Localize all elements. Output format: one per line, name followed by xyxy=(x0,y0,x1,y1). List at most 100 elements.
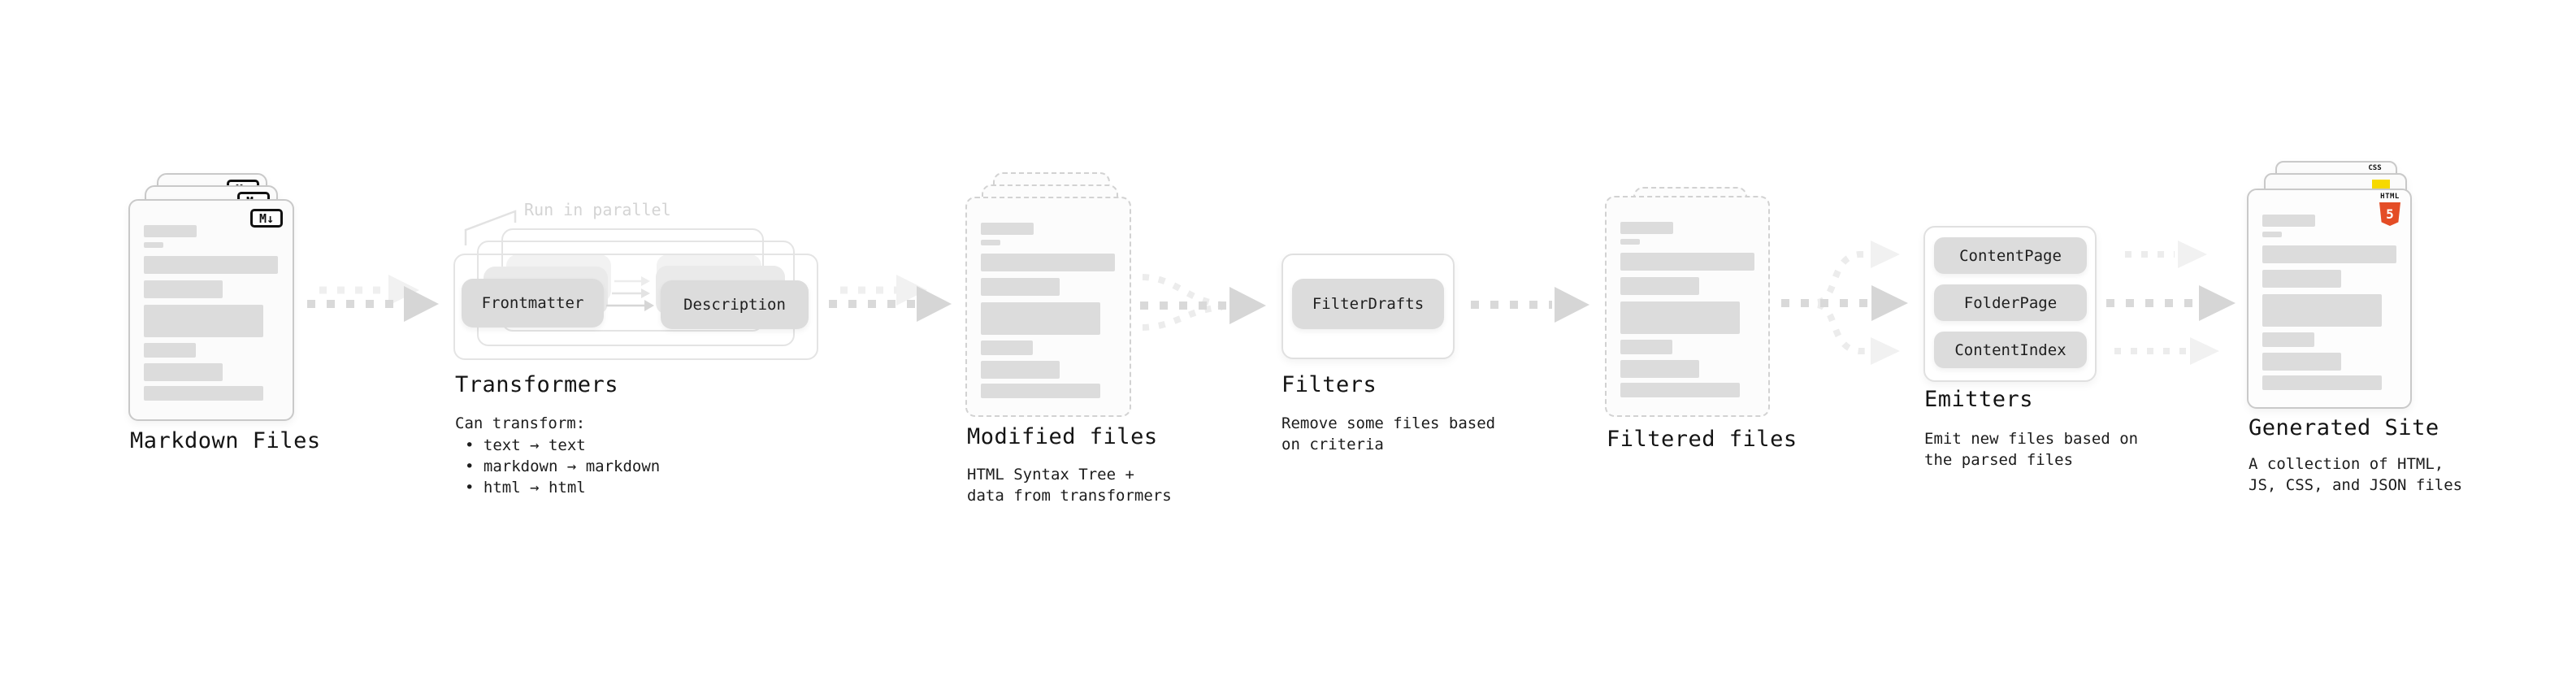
document-text-placeholder xyxy=(1607,197,1768,415)
emitter-pill-contentindex: ContentIndex xyxy=(1934,332,2087,368)
html5-icon-number: 5 xyxy=(2386,206,2394,222)
arrow-modified-to-filters xyxy=(1140,274,1266,331)
stage-label-emitters: Emitters xyxy=(1924,387,2034,412)
text-line-placeholder xyxy=(2262,245,2396,263)
transformers-bullet: • html → html xyxy=(465,479,586,497)
transformer-run-box xyxy=(453,254,818,360)
text-line-placeholder xyxy=(981,340,1033,355)
arrow-merge-top xyxy=(1142,274,1223,308)
text-line-placeholder xyxy=(981,384,1100,398)
text-line-placeholder xyxy=(2262,353,2341,371)
emitter-pill-folderpage: FolderPage xyxy=(1934,284,2087,321)
text-line-placeholder xyxy=(144,305,263,337)
pill-label: FolderPage xyxy=(1963,293,2058,312)
arrow-emitters-to-generated xyxy=(2106,241,2236,365)
generated-site-subtitle: A collection of HTML, xyxy=(2249,455,2444,473)
arrow-head-ghost xyxy=(896,275,927,306)
markdown-icon: M↓ xyxy=(250,209,283,228)
text-line-placeholder xyxy=(1620,239,1640,245)
document-card: HTML 5 xyxy=(2247,189,2412,409)
text-line-placeholder xyxy=(144,280,223,298)
document-card: M↓ xyxy=(128,199,294,421)
run-in-parallel-annotation: Run in parallel xyxy=(524,200,671,219)
html5-icon: HTML 5 xyxy=(2379,193,2400,226)
arrow-head xyxy=(2199,285,2236,321)
text-line-placeholder xyxy=(1620,222,1673,234)
filters-subtitle: Remove some files based xyxy=(1281,414,1496,432)
text-line-placeholder xyxy=(1620,277,1699,295)
text-line-placeholder xyxy=(144,343,196,358)
html5-icon-label: HTML xyxy=(2380,193,2400,201)
pill-label: ContentPage xyxy=(1959,246,2062,265)
text-line-placeholder xyxy=(144,242,163,248)
arrow-transformers-to-modified xyxy=(829,275,952,322)
modified-files-subtitle: data from transformers xyxy=(967,487,1172,505)
stage-label-transformers: Transformers xyxy=(455,372,619,397)
arrow-head xyxy=(404,286,439,322)
css-icon-label: CSS xyxy=(2368,164,2382,172)
text-line-placeholder xyxy=(2262,294,2382,327)
text-line-placeholder xyxy=(144,256,278,274)
text-line-placeholder xyxy=(981,254,1115,271)
document-card xyxy=(1605,196,1770,417)
emitter-pill-contentpage: ContentPage xyxy=(1934,237,2087,274)
pill-label: ContentIndex xyxy=(1954,340,2066,359)
stage-label-markdown-files: Markdown Files xyxy=(130,428,321,453)
stage-label-filters: Filters xyxy=(1281,372,1377,397)
arrow-filters-to-filtered xyxy=(1471,287,1589,323)
arrow-head-ghost xyxy=(1871,241,1900,268)
arrow-markdown-to-transformers xyxy=(307,275,439,322)
text-line-placeholder xyxy=(1620,253,1754,271)
arrow-head-ghost xyxy=(2178,241,2207,268)
document-card xyxy=(965,197,1131,417)
text-line-placeholder xyxy=(981,302,1100,335)
arrow-head xyxy=(1229,287,1266,324)
arrow-head-ghost xyxy=(388,275,419,306)
arrow-head xyxy=(1555,287,1589,323)
text-line-placeholder xyxy=(981,240,1000,245)
transformers-desc-title: Can transform: xyxy=(455,414,586,432)
text-line-placeholder xyxy=(981,223,1034,235)
modified-files-subtitle: HTML Syntax Tree + xyxy=(967,466,1134,484)
arrow-filtered-to-emitters xyxy=(1781,241,1908,365)
transformers-bullet: • markdown → markdown xyxy=(465,458,661,475)
markdown-icon-label: M↓ xyxy=(258,210,275,226)
generated-site-subtitle: JS, CSS, and JSON files xyxy=(2249,476,2463,494)
text-line-placeholder xyxy=(2262,270,2341,288)
arrow-head xyxy=(1871,285,1908,321)
filters-subtitle: on criteria xyxy=(1281,436,1384,453)
stage-label-modified-files: Modified files xyxy=(967,424,1158,449)
text-line-placeholder xyxy=(1620,301,1740,334)
stage-label-filtered-files: Filtered files xyxy=(1607,427,1798,452)
pill-label: Description xyxy=(683,296,786,314)
arrow-split-top xyxy=(1816,251,1867,306)
filter-pill-filterdrafts: FilterDrafts xyxy=(1292,279,1444,329)
text-line-placeholder xyxy=(1620,360,1699,378)
stage-label-generated-site: Generated Site xyxy=(2249,415,2439,440)
transformer-pill-description: Description xyxy=(661,280,809,329)
pill-label: FilterDrafts xyxy=(1312,295,1425,313)
arrow-merge-bottom xyxy=(1142,304,1223,331)
pill-label: Frontmatter xyxy=(481,294,584,312)
transformers-bullet: • text → text xyxy=(465,436,586,454)
arrow-head xyxy=(917,286,952,322)
js-icon xyxy=(2372,180,2390,190)
document-text-placeholder xyxy=(967,198,1130,415)
text-line-placeholder xyxy=(2262,232,2282,237)
emitters-subtitle: Emit new files based on xyxy=(1924,430,2139,448)
text-line-placeholder xyxy=(144,386,263,401)
text-line-placeholder xyxy=(144,363,223,381)
text-line-placeholder xyxy=(2262,332,2314,347)
text-line-placeholder xyxy=(2262,215,2315,227)
arrow-head-ghost xyxy=(1871,337,1900,365)
text-line-placeholder xyxy=(144,225,197,237)
arrow-head-ghost xyxy=(2190,337,2219,365)
html5-icon-shield: 5 xyxy=(2379,202,2400,226)
document-text-placeholder xyxy=(2249,190,2410,407)
arrow-split-bottom xyxy=(1816,301,1867,354)
text-line-placeholder xyxy=(1620,340,1672,354)
transformer-pill-frontmatter: Frontmatter xyxy=(462,279,604,327)
document-text-placeholder xyxy=(130,201,293,419)
emitters-subtitle: the parsed files xyxy=(1924,451,2074,469)
